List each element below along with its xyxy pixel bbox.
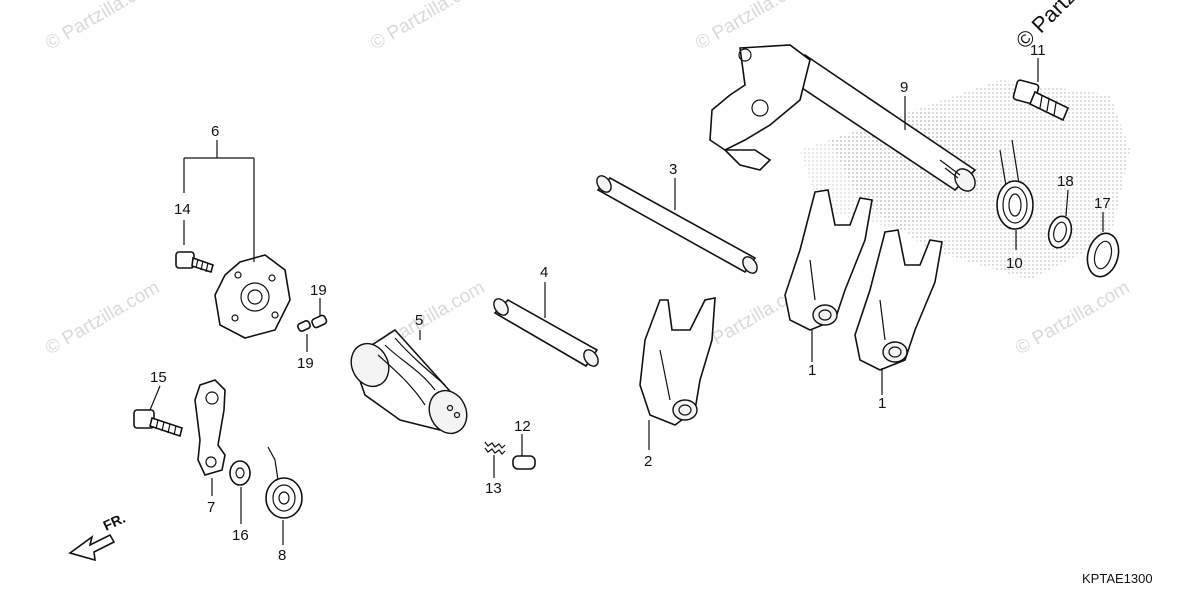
part-17-washer[interactable] bbox=[1083, 230, 1123, 280]
callout-15[interactable]: 15 bbox=[150, 369, 167, 386]
callout-18[interactable]: 18 bbox=[1057, 173, 1074, 190]
watermark: © Partzilla.com bbox=[1012, 277, 1133, 359]
callout-2[interactable]: 2 bbox=[644, 453, 652, 470]
callout-12[interactable]: 12 bbox=[514, 418, 531, 435]
callout-9[interactable]: 9 bbox=[900, 79, 908, 96]
callout-1b[interactable]: 1 bbox=[878, 395, 886, 412]
part-1-shift-fork-a[interactable] bbox=[784, 189, 873, 331]
callout-7[interactable]: 7 bbox=[207, 499, 215, 516]
callout-10[interactable]: 10 bbox=[1006, 255, 1023, 272]
part-19-dowel-pin-b[interactable] bbox=[297, 320, 311, 332]
part-16-washer[interactable] bbox=[229, 460, 251, 486]
callout-4[interactable]: 4 bbox=[540, 264, 548, 281]
callout-19a[interactable]: 19 bbox=[310, 282, 327, 299]
part-3-fork-shaft[interactable] bbox=[594, 173, 760, 276]
callout-19b[interactable]: 19 bbox=[297, 355, 314, 372]
callout-13[interactable]: 13 bbox=[485, 480, 502, 497]
diagram-code: KPTAE1300 bbox=[1082, 571, 1153, 586]
part-18-circlip[interactable] bbox=[1045, 214, 1075, 251]
callout-5[interactable]: 5 bbox=[415, 312, 423, 329]
part-8-spring[interactable] bbox=[265, 446, 303, 519]
callout-3[interactable]: 3 bbox=[669, 161, 677, 178]
part-7-stopper-arm[interactable] bbox=[194, 379, 226, 476]
part-10-spring[interactable] bbox=[996, 139, 1034, 230]
part-5-shift-drum[interactable] bbox=[344, 328, 473, 440]
callout-1a[interactable]: 1 bbox=[808, 362, 816, 379]
part-12-pin[interactable] bbox=[512, 455, 536, 470]
callout-11[interactable]: 11 bbox=[1030, 42, 1046, 59]
callout-6[interactable]: 6 bbox=[211, 123, 219, 140]
part-14-bolt[interactable] bbox=[175, 251, 214, 274]
part-4-fork-shaft-short[interactable] bbox=[491, 296, 601, 369]
part-2-shift-fork[interactable] bbox=[639, 297, 716, 426]
callouts: 6 14 9 11 3 4 5 10 18 17 1 1 2 19 19 15 … bbox=[150, 42, 1111, 564]
callout-8[interactable]: 8 bbox=[278, 547, 286, 564]
callout-14[interactable]: 14 bbox=[174, 201, 191, 218]
direction-label: FR. bbox=[101, 510, 128, 534]
watermark: © Partzilla.com bbox=[367, 0, 488, 54]
watermark: © Partzilla.com bbox=[42, 0, 163, 54]
direction-arrow: FR. bbox=[68, 510, 128, 562]
watermark-corner: © Partz bbox=[1011, 0, 1081, 54]
part-6-drum-center[interactable] bbox=[214, 254, 291, 339]
callout-16[interactable]: 16 bbox=[232, 527, 249, 544]
part-11-bolt[interactable] bbox=[1012, 79, 1070, 122]
part-15-bolt[interactable] bbox=[133, 409, 183, 438]
leader-lines bbox=[149, 58, 1104, 545]
callout-17[interactable]: 17 bbox=[1094, 195, 1111, 212]
watermark: © Partzilla.com bbox=[42, 277, 163, 359]
part-19-dowel-pin-a[interactable] bbox=[311, 314, 328, 329]
part-13-spring[interactable] bbox=[484, 441, 506, 455]
part-1-shift-fork-b[interactable] bbox=[854, 229, 943, 371]
part-9-shift-shaft[interactable] bbox=[709, 44, 979, 195]
watermark: © Partzilla.com bbox=[692, 0, 813, 54]
